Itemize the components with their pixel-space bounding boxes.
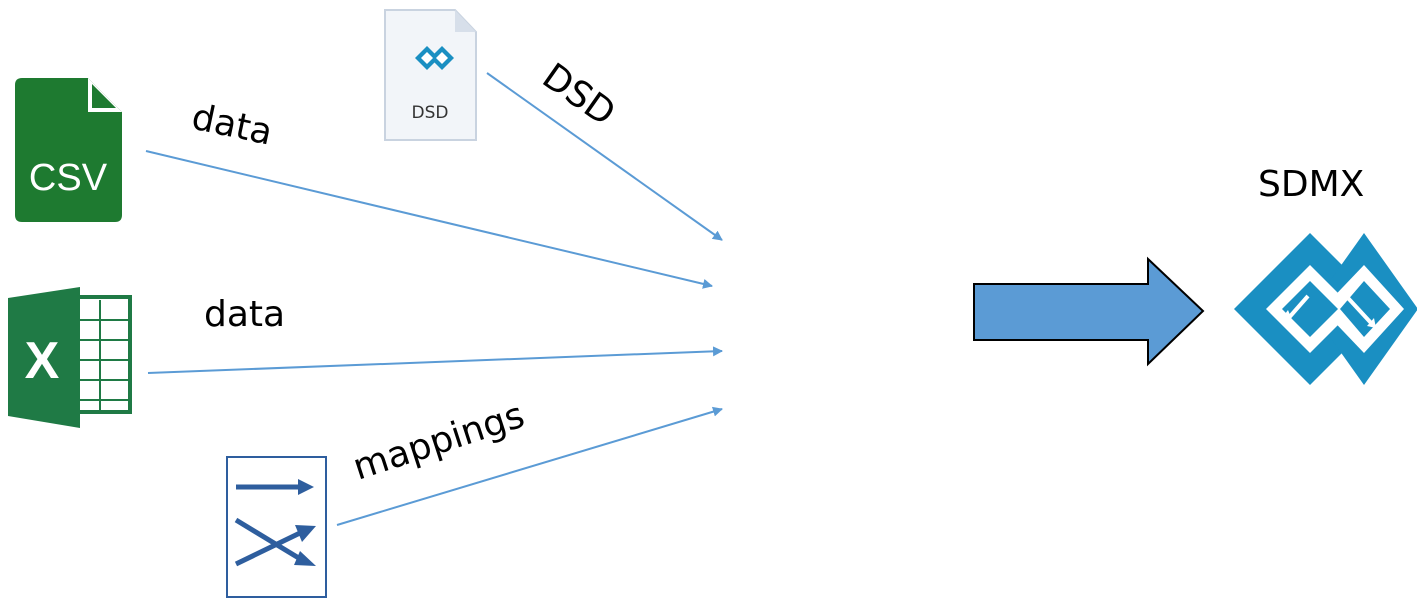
- csv-file-icon: CSV: [15, 78, 122, 222]
- mappings-arrow: [336, 406, 723, 526]
- dsd-label: DSD: [535, 56, 623, 134]
- dsd-arrow: [486, 72, 723, 241]
- dsd-file-icon: DSD: [384, 9, 477, 141]
- excel-icon-letter: X: [25, 332, 60, 390]
- csv-data-label: data: [188, 97, 276, 154]
- csv-data-arrow: [145, 150, 713, 289]
- sdmx-label: SDMX: [1258, 164, 1364, 205]
- excel-data-label: data: [204, 294, 285, 335]
- sdmx-logo-icon: [1234, 233, 1417, 385]
- excel-icon: X: [8, 287, 132, 428]
- csv-icon-text: CSV: [29, 157, 108, 199]
- conversion-arrow: [973, 256, 1205, 367]
- excel-data-arrow: [147, 346, 723, 374]
- mappings-icon: [226, 456, 327, 598]
- dsd-icon-text: DSD: [412, 103, 449, 123]
